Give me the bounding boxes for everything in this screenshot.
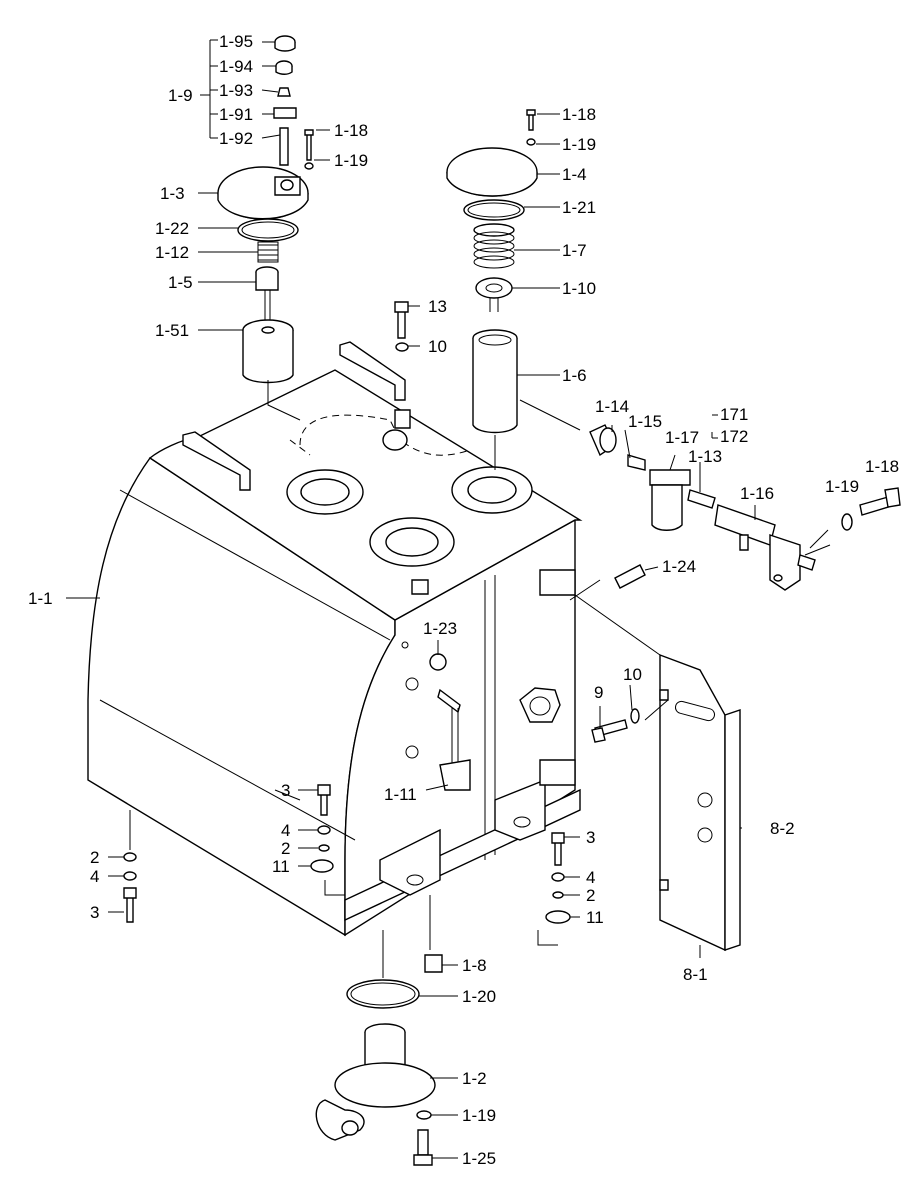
label-13: 13 [428,297,447,316]
label-1-94: 1-94 [219,57,253,76]
label-2: 2 [90,848,99,867]
label-1-23: 1-23 [423,619,457,638]
top-flange-left [286,469,364,515]
label-2: 2 [281,839,290,858]
label-1-19: 1-19 [825,477,859,496]
leader-lines [66,39,756,1159]
hardware [123,301,646,1166]
label-1-7: 1-7 [562,241,587,260]
label-1-18: 1-18 [865,457,899,476]
top-flange-center [369,517,455,567]
label-11: 11 [586,908,604,927]
label-1-18: 1-18 [334,121,368,140]
label-4: 4 [90,867,99,886]
label-1-20: 1-20 [462,987,496,1006]
label-1-91: 1-91 [219,105,253,124]
label-1-6: 1-6 [562,366,587,385]
label-172: 172 [720,427,748,446]
label-1-51: 1-51 [155,321,189,340]
label-1-10: 1-10 [562,279,596,298]
label-1-9: 1-9 [168,86,193,105]
label-1-19: 1-19 [334,151,368,170]
label-1-18: 1-18 [562,105,596,124]
label-10: 10 [428,337,447,356]
label-1-95: 1-95 [219,32,253,51]
label-1-22: 1-22 [155,219,189,238]
callout-labels: 1-95 1-94 1-9 1-93 1-91 1-92 1-18 1-19 1… [28,32,899,1168]
label-1-15: 1-15 [628,412,662,431]
label-1-12: 1-12 [155,243,189,262]
label-1-92: 1-92 [219,129,253,148]
label-1-17: 1-17 [665,428,699,447]
label-4: 4 [281,821,290,840]
side-plates [659,653,741,952]
tank-body [87,341,583,937]
label-1-8: 1-8 [462,956,487,975]
label-1-3: 1-3 [160,184,185,203]
label-11: 11 [272,857,290,876]
label-2: 2 [586,886,595,905]
label-1-2: 1-2 [462,1069,487,1088]
label-8-1: 8-1 [683,965,708,984]
label-9: 9 [594,683,603,702]
right-filter-stack [446,109,538,470]
label-1-93: 1-93 [219,81,253,100]
label-1-11: 1-11 [384,785,417,804]
label-8-2: 8-2 [770,819,795,838]
label-1-4: 1-4 [562,165,587,184]
label-3: 3 [586,828,595,847]
label-1-19: 1-19 [562,135,596,154]
label-1-21: 1-21 [562,198,596,217]
label-3: 3 [281,781,290,800]
top-flange-right [451,466,533,514]
label-171: 171 [720,405,748,424]
label-10: 10 [623,665,642,684]
label-1-14: 1-14 [595,397,629,416]
label-1-1: 1-1 [28,589,53,608]
label-1-25: 1-25 [462,1149,496,1168]
right-fittings [589,424,901,591]
label-1-24: 1-24 [662,557,696,576]
label-1-13: 1-13 [688,447,722,466]
left-filter-stack [217,35,314,421]
label-3: 3 [90,903,99,922]
label-4: 4 [586,868,595,887]
label-1-19: 1-19 [462,1106,496,1125]
label-1-16: 1-16 [740,484,774,503]
label-1-5: 1-5 [168,273,193,292]
